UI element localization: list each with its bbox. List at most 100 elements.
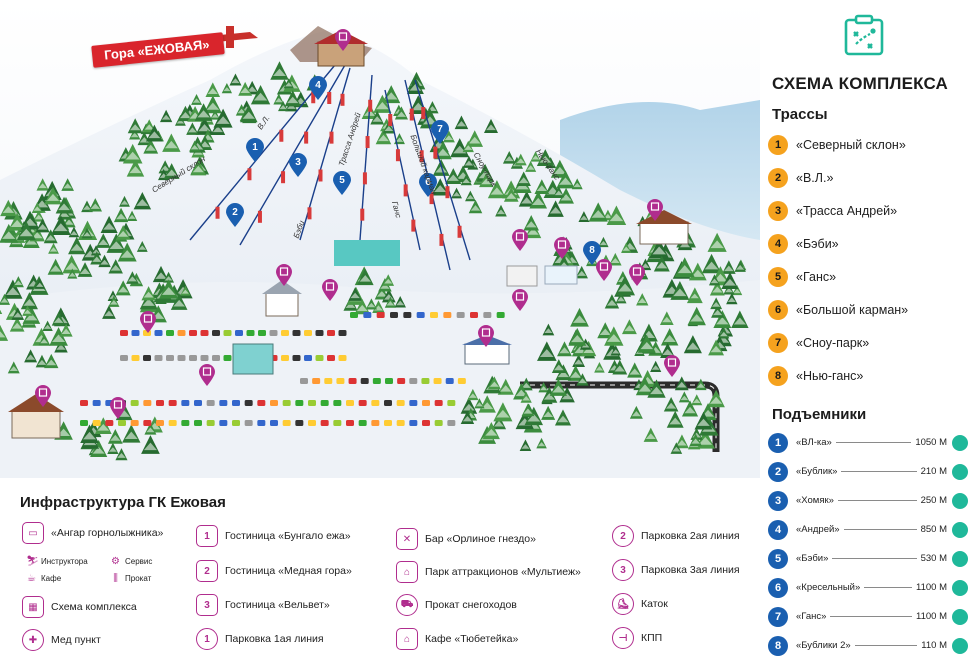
legend-service: ⚙ Сервис — [111, 556, 153, 567]
lift-item: 8«Бублики 2»110 М — [768, 631, 968, 660]
infrastructure-map-pin[interactable] — [335, 29, 351, 51]
legend-parking3: 3 Парковка 3ая линия — [612, 559, 740, 581]
lift-leader-line — [841, 471, 917, 472]
ski-rental-icon: ⫼ — [113, 573, 118, 584]
infrastructure-map-pin[interactable] — [512, 289, 528, 311]
infrastructure-map-pin[interactable] — [199, 364, 215, 386]
infrastructure-map-pin[interactable] — [110, 397, 126, 419]
trail-map-pin[interactable]: 7 — [431, 120, 449, 144]
infrastructure-map-pin[interactable] — [322, 279, 338, 301]
trail-name: «В.Л.» — [796, 170, 834, 185]
legend-cafe: ☕ Кафе — [27, 573, 62, 584]
trail-map-pin[interactable]: 8 — [583, 241, 601, 265]
lift-number-badge: 1 — [768, 432, 788, 453]
lift-item: 3«Хомяк»250 М — [768, 486, 968, 515]
lift-name: «ВЛ-ка» — [796, 437, 832, 448]
trail-map-pin[interactable]: 4 — [309, 76, 327, 100]
trail-item: 6 «Большой карман» — [768, 293, 968, 326]
legend-hotel2: 2 Гостиница «Медная гора» — [196, 560, 352, 582]
lift-length: 110 М — [921, 640, 947, 651]
infrastructure-map-pin[interactable] — [554, 237, 570, 259]
svg-text:3: 3 — [295, 157, 301, 168]
svg-text:2: 2 — [232, 207, 238, 218]
lift-item: 6«Кресельный»1100 М — [768, 573, 968, 602]
lift-leader-line — [843, 529, 917, 530]
svg-text:8: 8 — [589, 245, 595, 256]
lift-length: 250 М — [920, 495, 947, 506]
trail-map-pin[interactable]: 1 — [246, 138, 264, 162]
svg-text:6: 6 — [425, 177, 431, 188]
trail-map-pin[interactable]: 5 — [333, 171, 351, 195]
trail-item: 1«Северный склон» — [768, 128, 968, 161]
legend-hangar: ▭ «Ангар горнолыжника» — [22, 522, 163, 544]
trail-item: 2«В.Л.» — [768, 161, 968, 194]
parking-3-icon: 3 — [612, 559, 634, 581]
trail-number-badge: 1 — [768, 134, 788, 155]
infrastructure-map-pin[interactable] — [276, 264, 292, 286]
trail-number-badge: 4 — [768, 233, 788, 254]
trails-title: Трассы — [772, 106, 828, 123]
legend-bar: ✕ Бар «Орлиное гнездо» — [396, 528, 536, 550]
trail-name: «Нью-ганс» — [796, 368, 864, 383]
lift-leader-line — [864, 587, 913, 588]
infrastructure-map-pin[interactable] — [478, 325, 494, 347]
legend-parking1: 1 Парковка 1ая линия — [196, 628, 324, 650]
hotel-3-icon: 3 — [196, 594, 218, 616]
platter-lift-icon — [952, 492, 968, 509]
trail-item: 5«Ганс» — [768, 260, 968, 293]
lift-name: «Кресельный» — [796, 582, 861, 593]
snowmobile-icon: ⛟ — [396, 594, 418, 616]
lift-length: 1100 М — [916, 582, 947, 593]
legend-parking2: 2 Парковка 2ая линия — [612, 525, 740, 547]
lifts-title: Подъемники — [772, 406, 867, 423]
infrastructure-map-pin[interactable] — [140, 311, 156, 333]
infra-title: Инфраструктура ГК Ежовая — [20, 494, 226, 511]
lift-name: «Хомяк» — [796, 495, 834, 506]
lift-lines — [189, 64, 471, 271]
infrastructure-map-pin[interactable] — [647, 199, 663, 221]
lift-leader-line — [837, 500, 917, 501]
chairlift-icon — [952, 579, 968, 596]
legend-kpp: ⊣ КПП — [612, 627, 662, 649]
infrastructure-map-pin[interactable] — [512, 229, 528, 251]
lift-number-badge: 5 — [768, 548, 788, 569]
trail-name: «Сноу-парк» — [796, 335, 870, 350]
trail-item: 7«Сноу-парк» — [768, 326, 968, 359]
lift-leader-line — [854, 645, 918, 646]
infrastructure-map-pin[interactable] — [596, 259, 612, 281]
trail-map-pin[interactable]: 2 — [226, 203, 244, 227]
legend-scheme: ▦ Схема комплекса — [22, 596, 137, 618]
trail-list: 1«Северный склон»2«В.Л.»3«Трасса Андрей»… — [768, 128, 968, 392]
infrastructure-map-pin[interactable] — [35, 385, 51, 407]
trail-number-badge: 6 — [768, 299, 788, 320]
trail-name: «Ганс» — [796, 269, 837, 284]
trail-item: 4«Бэби» — [768, 227, 968, 260]
instructor-icon: ⛷ — [26, 556, 39, 567]
lift-name: «Бублик» — [796, 466, 838, 477]
lift-length: 1100 М — [916, 611, 947, 622]
map-markers: 1 2 3 4 5 6 7 8 — [35, 29, 680, 419]
infrastructure-map-pin[interactable] — [629, 264, 645, 286]
lift-number-badge: 7 — [768, 606, 788, 627]
lift-number-badge: 4 — [768, 519, 788, 540]
legend-tubeteika: ⌂ Кафе «Тюбетейка» — [396, 628, 518, 650]
parking-1-icon: 1 — [196, 628, 218, 650]
trail-map-pin[interactable]: 3 — [289, 153, 307, 177]
service-gear-icon: ⚙ — [111, 556, 120, 567]
lift-name: «Андрей» — [796, 524, 840, 535]
legend-medical: ✚ Мед пункт — [22, 629, 101, 651]
svg-text:5: 5 — [339, 175, 345, 186]
trail-map-pin[interactable]: 6 — [419, 173, 437, 197]
legend-rink: ⛸ Каток — [612, 593, 668, 615]
skate-icon: ⛸ — [612, 593, 634, 615]
hangar-icon: ▭ — [22, 522, 44, 544]
lift-length: 210 М — [920, 466, 947, 477]
tube-lift-icon — [952, 550, 968, 567]
infrastructure-map-pin[interactable] — [664, 355, 680, 377]
fork-knife-icon: ✕ — [396, 528, 418, 550]
platter-lift-icon — [952, 434, 968, 451]
trail-item: 8 «Нью-ганс» — [768, 359, 968, 392]
trail-number-badge: 8 — [768, 365, 788, 386]
trail-name: «Большой карман» — [796, 302, 909, 317]
